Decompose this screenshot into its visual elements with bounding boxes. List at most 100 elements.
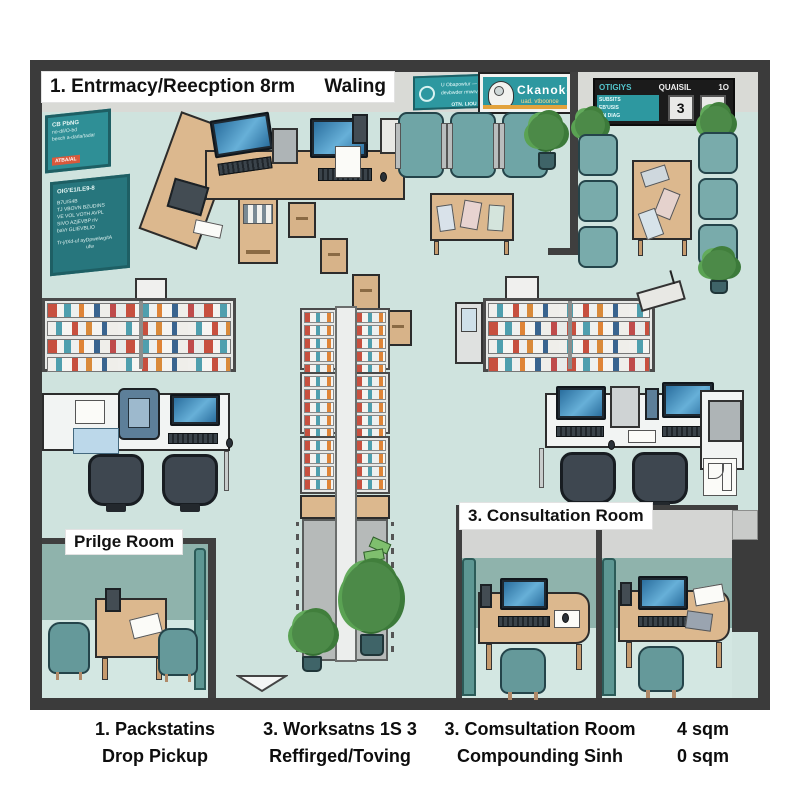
- sink-unit: [703, 458, 737, 496]
- desk-pad: [73, 428, 119, 454]
- consultation-wall-mid: [596, 505, 602, 698]
- magazine: [436, 204, 456, 232]
- legend-area: 4 sqm 0 sqm: [676, 719, 730, 766]
- cubicle-divider: [462, 558, 476, 696]
- magazine: [459, 199, 483, 231]
- guest-chair: [158, 628, 198, 682]
- consultation-keyboard: [498, 616, 550, 627]
- plant-pot: [302, 656, 322, 672]
- brand-accent-strip: [483, 105, 567, 109]
- gondola-bay: [300, 308, 338, 375]
- board-badge-orange: ATBA/AL: [52, 154, 80, 166]
- wall-board-large: OIG'E1/LE9-8 B7U/S4B TJ VBOVN BZUDINS VE…: [50, 173, 130, 277]
- plant-small: [292, 612, 334, 654]
- table-device: [105, 588, 121, 612]
- sanitizer-bottle: [480, 584, 492, 608]
- plant-large: [342, 562, 400, 632]
- magazine: [684, 610, 714, 632]
- plant: [528, 114, 564, 150]
- mouse: [226, 438, 233, 448]
- pill-counter-machine: [118, 388, 160, 440]
- fridge-room-wall-right: [208, 538, 216, 698]
- waiting-chair: [395, 112, 447, 178]
- magazine: [487, 204, 505, 232]
- gondola-bay: [352, 436, 390, 494]
- consultation-monitor: [638, 576, 688, 610]
- queue-right-title: QUAISIL: [658, 82, 692, 92]
- consultation-chair: [638, 646, 684, 698]
- label-sticker: [628, 430, 656, 443]
- gondola-bay: [352, 372, 390, 439]
- gondola-end-cap: [300, 495, 338, 519]
- side-chair: [578, 226, 618, 268]
- guest-chair: [48, 622, 90, 680]
- magazine-table: [632, 160, 692, 241]
- mouse: [380, 172, 387, 182]
- gondola-bay: [300, 436, 338, 494]
- wall-board-small: CB PbNG no-d/i/O-bd besch a-darla/tadar …: [45, 108, 111, 174]
- mouse: [608, 440, 615, 450]
- desk-leg: [224, 451, 229, 491]
- workstation-monitor: [556, 386, 606, 420]
- queue-number-1: 3: [667, 95, 694, 121]
- brand-name: Ckanoko: [517, 83, 567, 97]
- consultation-monitor: [500, 578, 548, 610]
- side-chair: [698, 178, 738, 220]
- desk-drawer: [352, 274, 380, 310]
- pharmacy-brand-sign: Ckanoko uad. vtboonce: [478, 72, 572, 114]
- plant-pot: [710, 280, 728, 294]
- wall-block: [732, 540, 758, 632]
- desk-drawer: [320, 238, 348, 274]
- waiting-room-wall-stub: [548, 248, 578, 255]
- scanner-cradle: [645, 388, 659, 420]
- gondola-bay: [352, 308, 390, 375]
- card-terminal: [272, 128, 298, 164]
- legend-consultation: 3. Comsultation Room Compounding Sinh: [444, 719, 636, 766]
- board-badge-dark: brat 23-87: [54, 172, 83, 174]
- queue-display: OTIGIYS QUAISIL 1O SUBSITS EB'USIS UN DI…: [593, 78, 735, 126]
- plant: [702, 250, 736, 280]
- side-chair: [578, 180, 618, 222]
- office-chair: [632, 452, 688, 510]
- legend-workstations: 3. Worksatns 1S 3 Reffirged/Toving: [263, 719, 417, 766]
- floor-plan: 1. Entrmacy/Reecption 8rm Waling U Obapo…: [30, 60, 770, 710]
- workstation-monitor: [170, 394, 220, 426]
- door-swing-icon: [236, 675, 288, 693]
- consultation-wall-left: [456, 505, 462, 698]
- office-chair: [88, 454, 144, 512]
- router-device: [636, 270, 686, 312]
- paper-tray: [75, 400, 105, 424]
- waiting-room-wall: [570, 72, 578, 254]
- mouse: [562, 613, 569, 623]
- workstation-keyboard: [556, 426, 604, 437]
- side-chair: [578, 134, 618, 176]
- gondola-bay: [300, 372, 338, 439]
- consultation-keyboard: [638, 616, 692, 627]
- bottle-cabinet: [238, 198, 278, 264]
- office-chair: [560, 452, 616, 510]
- coffee-table: [430, 193, 514, 241]
- sanitizer-bottle: [620, 582, 632, 606]
- desk-drawer: [288, 202, 316, 238]
- consultation-room-label: 3. Consultation Room: [460, 503, 652, 529]
- printer: [708, 400, 742, 442]
- legend-packstations: 1. Packstatins Drop Pickup: [94, 719, 216, 766]
- waiting-label: Waling: [324, 76, 386, 97]
- cubicle-divider: [602, 558, 616, 696]
- medicine-shelf-right: [483, 298, 655, 372]
- entrance-reception-label: 1. Entrmacy/Reecption 8rm: [50, 76, 295, 97]
- medicine-shelf-left: [42, 298, 236, 372]
- desk-leg: [539, 448, 544, 488]
- side-chair: [698, 132, 738, 174]
- desk-phone: [610, 386, 640, 428]
- reception-desk: [205, 150, 405, 200]
- fridge-room-label: Prilge Room: [66, 530, 183, 554]
- side-cabinet: [700, 390, 744, 470]
- kiosk-cabinet: [455, 302, 483, 364]
- queue-service-list: SUBSITS EB'USIS UN DIAG: [597, 95, 659, 121]
- gondola-end-cap: [352, 495, 390, 519]
- queue-corner: 1O: [718, 82, 729, 92]
- waiting-chair: [447, 112, 499, 178]
- office-chair: [162, 454, 218, 512]
